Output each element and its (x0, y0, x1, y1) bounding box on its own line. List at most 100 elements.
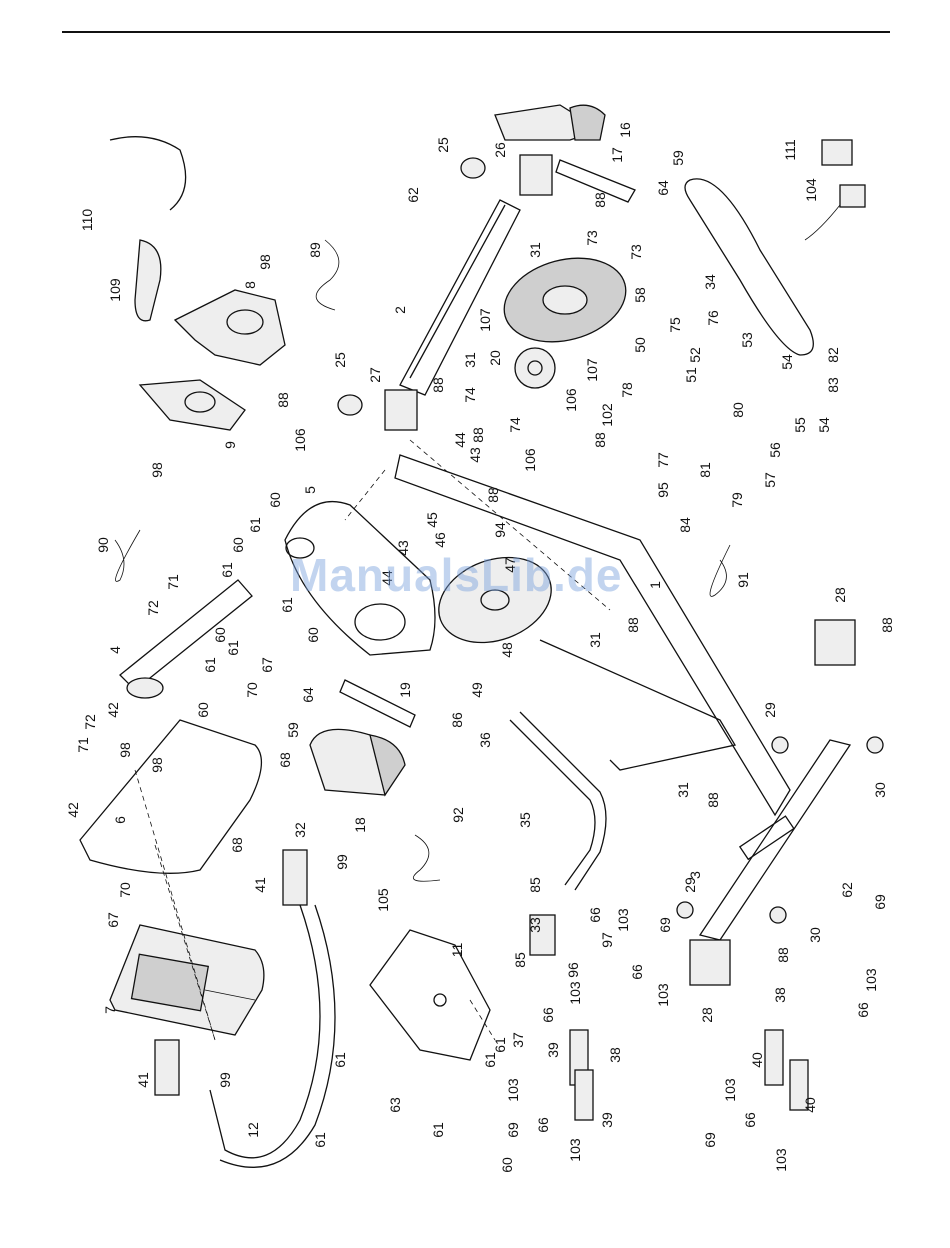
part-number-label: 58 (632, 287, 648, 303)
part-number-label: 88 (592, 192, 608, 208)
part-number-labels: 1234567891112161718192025252627282829293… (65, 122, 895, 1173)
part-number-label: 38 (772, 987, 788, 1003)
part-number-label: 84 (677, 517, 693, 533)
part-number-label: 89 (307, 242, 323, 258)
part-number-label: 86 (449, 712, 465, 728)
shroud-part-5 (284, 500, 436, 656)
part-number-label: 73 (584, 230, 600, 246)
part-number-label: 98 (257, 254, 273, 270)
part-number-label: 57 (762, 472, 778, 488)
part-number-label: 61 (202, 657, 218, 673)
part-number-label: 95 (655, 482, 671, 498)
part-number-label: 74 (507, 417, 523, 433)
part-number-label: 61 (482, 1052, 498, 1068)
part-number-label: 102 (599, 403, 615, 427)
part-number-label: 74 (462, 387, 478, 403)
part-number-label: 103 (567, 981, 583, 1005)
part-number-label: 52 (687, 347, 703, 363)
drive-belt-part-34 (684, 178, 814, 356)
endcaps-part-28 (689, 619, 856, 986)
part-number-label: 3 (687, 871, 703, 879)
part-number-label: 28 (832, 587, 848, 603)
part-number-label: 17 (609, 147, 625, 163)
part-number-label: 40 (802, 1097, 818, 1113)
part-number-label: 88 (775, 947, 791, 963)
part-number-label: 25 (435, 137, 451, 153)
part-number-label: 66 (629, 964, 645, 980)
part-number-label: 68 (229, 837, 245, 853)
assembly-line (154, 844, 216, 1041)
part-number-label: 60 (195, 702, 211, 718)
part-number-label: 91 (735, 572, 751, 588)
part-number-label: 88 (592, 432, 608, 448)
header-rule (62, 31, 890, 33)
part-number-label: 99 (334, 854, 350, 870)
part-number-label: 70 (117, 882, 133, 898)
part-number-label: 107 (477, 308, 493, 332)
part-number-label: 106 (522, 448, 538, 472)
part-number-label: 7 (102, 1006, 118, 1014)
watermark-text: ManualsLib.de (290, 549, 623, 601)
wire-harnesses (114, 239, 731, 882)
part-number-label: 69 (702, 1132, 718, 1148)
part-number-label: 98 (117, 742, 133, 758)
part-number-label: 99 (217, 1072, 233, 1088)
adapter-part-111-104 (804, 139, 866, 241)
part-number-label: 75 (667, 317, 683, 333)
part-number-label: 71 (165, 574, 181, 590)
part-number-label: 45 (424, 512, 440, 528)
part-number-label: 103 (863, 968, 879, 992)
part-number-label: 34 (702, 274, 718, 290)
part-number-label: 88 (879, 617, 895, 633)
part-number-label: 12 (245, 1122, 261, 1138)
seat-post-part-4 (119, 579, 253, 699)
part-number-label: 60 (267, 492, 283, 508)
part-number-label: 28 (699, 1007, 715, 1023)
part-number-label: 81 (697, 462, 713, 478)
part-number-label: 29 (762, 702, 778, 718)
part-number-label: 88 (625, 617, 641, 633)
part-number-label: 25 (332, 352, 348, 368)
part-number-label: 56 (767, 442, 783, 458)
flywheel-part-48 (438, 556, 552, 644)
part-number-label: 80 (730, 402, 746, 418)
part-number-label: 51 (683, 367, 699, 383)
part-number-label: 20 (487, 350, 503, 366)
part-number-label: 11 (449, 943, 465, 958)
assembly-line (344, 469, 386, 521)
part-number-label: 2 (392, 306, 408, 314)
part-number-label: 26 (492, 142, 508, 158)
leveler-part-29-30 (676, 736, 884, 924)
part-number-label: 39 (545, 1042, 561, 1058)
part-number-label: 5 (302, 486, 318, 494)
part-number-label: 38 (607, 1047, 623, 1063)
part-number-label: 66 (540, 1007, 556, 1023)
part-number-label: 98 (149, 757, 165, 773)
part-number-label: 88 (485, 487, 501, 503)
part-number-label: 37 (510, 1032, 526, 1048)
part-number-label: 1 (647, 581, 663, 589)
part-number-label: 109 (107, 278, 123, 302)
part-number-label: 103 (505, 1078, 521, 1102)
part-number-label: 71 (75, 737, 91, 753)
part-number-label: 88 (470, 427, 486, 443)
part-number-label: 79 (729, 492, 745, 508)
console-part-7 (109, 924, 265, 1036)
part-number-label: 88 (275, 392, 291, 408)
cover-part-9 (138, 379, 246, 431)
caps-part-26-27 (384, 154, 553, 431)
grips-part-41 (154, 849, 308, 1096)
crank-arm-part-17 (555, 159, 636, 203)
part-number-label: 59 (285, 722, 301, 738)
part-number-label: 103 (615, 908, 631, 932)
caps-part-25 (337, 157, 486, 416)
part-number-label: 53 (739, 332, 755, 348)
part-number-label: 18 (352, 817, 368, 833)
part-number-label: 8 (242, 281, 258, 289)
part-number-label: 61 (430, 1122, 446, 1138)
part-number-label: 62 (405, 187, 421, 203)
part-number-label: 103 (567, 1138, 583, 1162)
part-number-label: 88 (430, 377, 446, 393)
part-number-label: 46 (432, 532, 448, 548)
